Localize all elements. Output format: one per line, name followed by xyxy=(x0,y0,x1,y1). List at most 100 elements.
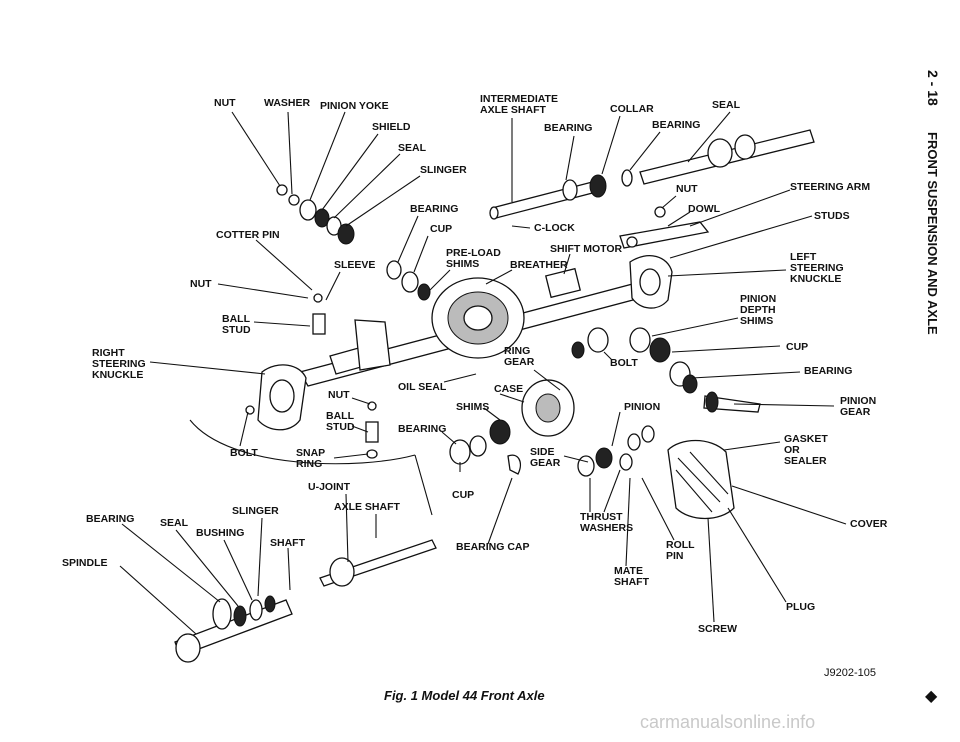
label-dowl: DOWL xyxy=(688,203,721,215)
roll-pin-text-line-2: PIN xyxy=(666,550,684,562)
left-steering-knuckle-text: LEFT xyxy=(790,251,817,263)
label-bearing-far-right: BEARING xyxy=(804,365,852,377)
part-labels: NUT WASHER PINION YOKE SHIELD SEAL SLING… xyxy=(62,93,888,635)
label-axle-shaft: AXLE SHAFT xyxy=(334,501,401,513)
label-pinion: PINION xyxy=(624,401,660,413)
label-seal-left: SEAL xyxy=(160,517,189,529)
mate-shaft-text: MATE xyxy=(614,565,643,577)
label-spindle: SPINDLE xyxy=(62,557,108,569)
label-cotter-pin: COTTER PIN xyxy=(216,229,280,241)
label-cup-right: CUP xyxy=(786,341,808,353)
diamond-icon: ◆ xyxy=(925,688,938,705)
label-steering-arm: STEERING ARM xyxy=(790,181,870,193)
right-steering-knuckle-text-line-2: STEERING xyxy=(92,358,146,370)
right-steering-knuckle-text: RIGHT xyxy=(92,347,125,359)
label-nut-left: NUT xyxy=(190,278,212,290)
label-seal-top: SEAL xyxy=(398,142,427,154)
label-shift-motor: SHIFT MOTOR xyxy=(550,243,623,255)
gasket-or-sealer-text-line-3: SEALER xyxy=(784,455,827,467)
label-u-joint: U-JOINT xyxy=(308,481,351,493)
label-studs: STUDS xyxy=(814,210,850,222)
label-shield: SHIELD xyxy=(372,121,411,133)
label-cup-bottom: CUP xyxy=(452,489,474,501)
ball-stud-left-line-line-2: STUD xyxy=(222,324,251,336)
pinion-depth-shims-text-line-2: DEPTH xyxy=(740,304,776,316)
roll-pin-text: ROLL xyxy=(666,539,695,551)
right-steering-knuckle-text-line-3: KNUCKLE xyxy=(92,369,143,381)
pinion-gear-text: PINION xyxy=(840,395,876,407)
label-plug: PLUG xyxy=(786,601,815,613)
pinion-gear-text-line-2: GEAR xyxy=(840,406,871,418)
label-bearing-right: BEARING xyxy=(652,119,700,131)
label-collar: COLLAR xyxy=(610,103,654,115)
label-case: CASE xyxy=(494,383,523,395)
pinion-depth-shims-text: PINION xyxy=(740,293,776,305)
thrust-washers-text: THRUST xyxy=(580,511,623,523)
pinion-depth-shims-text-line-3: SHIMS xyxy=(740,315,773,327)
label-nut-right: NUT xyxy=(676,183,698,195)
snap-ring-text: SNAP xyxy=(296,447,325,459)
label-shims: SHIMS xyxy=(456,401,489,413)
mate-shaft-text-line-2: SHAFT xyxy=(614,576,650,588)
left-steering-knuckle-text-line-2: STEERING xyxy=(790,262,844,274)
ring-gear-text-line-2: GEAR xyxy=(504,356,535,368)
thrust-washers-text-line-2: WASHERS xyxy=(580,522,633,534)
label-shaft: SHAFT xyxy=(270,537,306,549)
axle-parts-illustration xyxy=(174,129,815,663)
label-washer: WASHER xyxy=(264,97,311,109)
label-sleeve: SLEEVE xyxy=(334,259,375,271)
label-nut-knuckle: NUT xyxy=(328,389,350,401)
ring-gear-text: RING xyxy=(504,345,530,357)
watermark: carmanualsonline.info xyxy=(640,712,816,732)
label-bearing-left: BEARING xyxy=(86,513,134,525)
label-cover: COVER xyxy=(850,518,888,530)
leader-lines xyxy=(119,111,847,635)
ball-stud-left-line: BALL xyxy=(222,313,251,325)
page-header: 2 - 18 FRONT SUSPENSION AND AXLE xyxy=(918,70,948,370)
label-bearing-cap: BEARING CAP xyxy=(456,541,530,553)
section-title: FRONT SUSPENSION AND AXLE xyxy=(925,132,940,335)
label-breather: BREATHER xyxy=(510,259,568,271)
label-bushing: BUSHING xyxy=(196,527,244,539)
label-bearing-center: BEARING xyxy=(544,122,592,134)
snap-ring-text-line-2: RING xyxy=(296,458,322,470)
label-cup-top: CUP xyxy=(430,223,452,235)
pre-load-shims-text-line-2: SHIMS xyxy=(446,258,479,270)
label-bolt-knuckle: BOLT xyxy=(230,447,258,459)
label-oil-seal: OIL SEAL xyxy=(398,381,447,393)
gasket-or-sealer-text-line-2: OR xyxy=(784,444,800,456)
label-c-lock: C-LOCK xyxy=(534,222,575,234)
ball-stud-knuckle-text: BALL xyxy=(326,410,355,422)
intermediate-axle-shaft-text: INTERMEDIATE xyxy=(480,93,558,105)
figure-caption: Fig. 1 Model 44 Front Axle xyxy=(384,688,545,703)
label-slinger-top: SLINGER xyxy=(420,164,467,176)
label-pinion-yoke: PINION YOKE xyxy=(320,100,389,112)
label-seal-right: SEAL xyxy=(712,99,741,111)
label-bearing-case: BEARING xyxy=(398,423,446,435)
label-bolt-center: BOLT xyxy=(610,357,638,369)
pre-load-shims-text: PRE-LOAD xyxy=(446,247,501,259)
label-nut-top: NUT xyxy=(214,97,236,109)
ball-stud-knuckle-text-line-2: STUD xyxy=(326,421,355,433)
figure-code: J9202-105 xyxy=(824,667,876,679)
side-gear-text: SIDE xyxy=(530,446,555,458)
label-bearing-mid: BEARING xyxy=(410,203,458,215)
left-steering-knuckle-text-line-3: KNUCKLE xyxy=(790,273,841,285)
gasket-or-sealer-text: GASKET xyxy=(784,433,828,445)
